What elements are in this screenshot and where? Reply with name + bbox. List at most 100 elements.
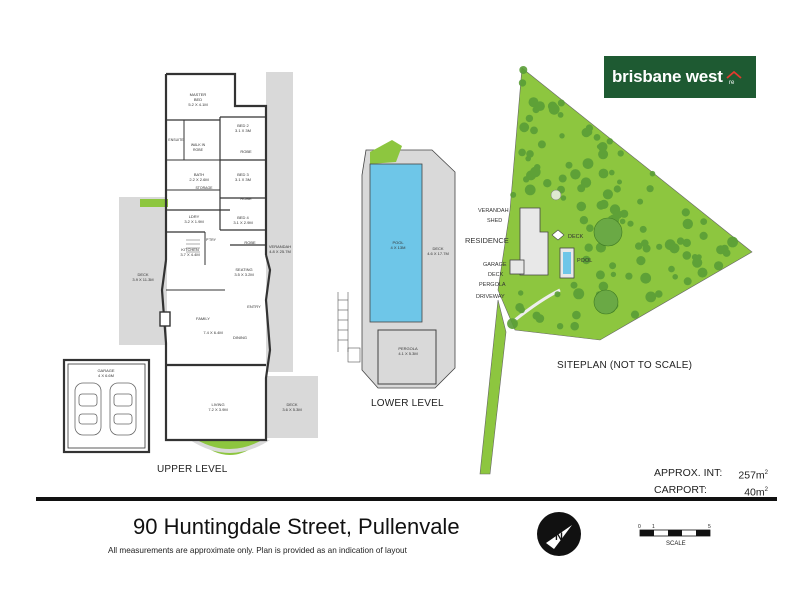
site-tree [596,200,606,210]
room-bed4: BED 43.1 x 2.9m [233,215,253,225]
room-entry: ENTRY [247,304,261,309]
room-bed2: BED 23.1 x 3m [234,123,251,133]
site-tree [681,208,690,217]
site-tree [582,255,591,265]
site-tree [560,195,567,201]
site-tree [548,103,560,115]
site-tree [554,291,561,298]
svg-text:0: 0 [638,524,641,530]
brand-name: brisbane west [612,67,723,86]
site-tree [640,272,652,284]
svg-text:SCALE: SCALE [666,541,686,547]
site-tree [700,218,708,226]
site-label-pool: POOL [577,258,593,264]
site-tree [510,191,517,198]
brand-mark: re [729,80,735,85]
site-tree [580,177,592,188]
site-tree [581,127,591,138]
site-label-driveway: DRIVEWAY [476,294,505,300]
site-tree [593,134,601,141]
lower-level-plan [337,140,456,389]
site-tree [727,236,738,248]
site-tree [641,239,649,248]
site-label-residence: RESIDENCE [465,236,509,245]
site-label-garage: GARAGE [483,262,507,268]
site-tree [672,274,678,280]
site-tree [570,281,578,289]
site-tree [533,164,541,171]
divider [36,497,777,501]
site-tree [518,148,526,157]
site-tree [570,169,581,180]
site-tree [636,256,646,266]
site-tree [617,179,622,185]
site-tree [596,144,602,150]
site-tree [682,218,693,230]
room-bed3: BED 33.1 x 3m [234,172,251,182]
site-tree [619,218,626,225]
site-tree [646,185,654,193]
site-tree [613,210,623,220]
site-tree [620,209,629,218]
svg-text:N: N [555,531,563,543]
site-tree [610,271,617,278]
site-tree [526,150,534,158]
site-tree [507,318,518,329]
site-tree [595,270,605,280]
site-tree [613,185,621,193]
site-tree [559,133,565,139]
site-tree [518,290,524,296]
area-row: CARPORT: 40m2 [654,483,768,499]
siteplan [479,66,753,475]
site-tree [676,237,685,245]
site-tree [639,225,647,233]
site-tree [714,261,724,271]
site-label-verandah: VERANDAH [478,208,509,214]
house-icon: re [726,70,742,86]
site-tree [582,158,594,170]
site-tree [655,290,663,298]
site-tree [598,281,609,292]
site-tree [558,174,567,183]
site-tree [543,179,552,188]
area-summary: APPROX. INT: 257m2 CARPORT: 40m2 [654,466,768,499]
room-family-size: 7.4 x 6.4m [203,330,223,335]
site-tree [627,220,634,227]
site-tree [625,272,633,280]
site-tree [524,184,536,196]
site-tree [530,126,538,135]
property-address: 90 Huntingdale Street, Pullenvale [133,514,460,539]
site-tree [645,291,657,303]
area-row: APPROX. INT: 257m2 [654,467,768,482]
site-tree [692,257,703,268]
site-tree [557,112,564,118]
siteplan-caption: SITEPLAN (NOT TO SCALE) [557,360,693,371]
room-ensuite: ENSUITE [168,138,184,142]
room-pantry: P'TRY [206,238,216,242]
site-label-deck: DECK [488,272,504,278]
site-tree [584,243,593,252]
site-tree [598,149,609,160]
site-tree [572,310,581,320]
brand-logo: brisbane west re [604,56,756,98]
site-tree [586,224,594,232]
site-tree [682,238,691,248]
site-tree [579,216,589,225]
site-tree [573,288,585,300]
site-tree [617,150,624,157]
room-robe-3: ROBE [244,240,256,245]
room-robe-2: ROBE [240,196,252,201]
site-tree [668,265,675,273]
site-tree [606,138,613,145]
